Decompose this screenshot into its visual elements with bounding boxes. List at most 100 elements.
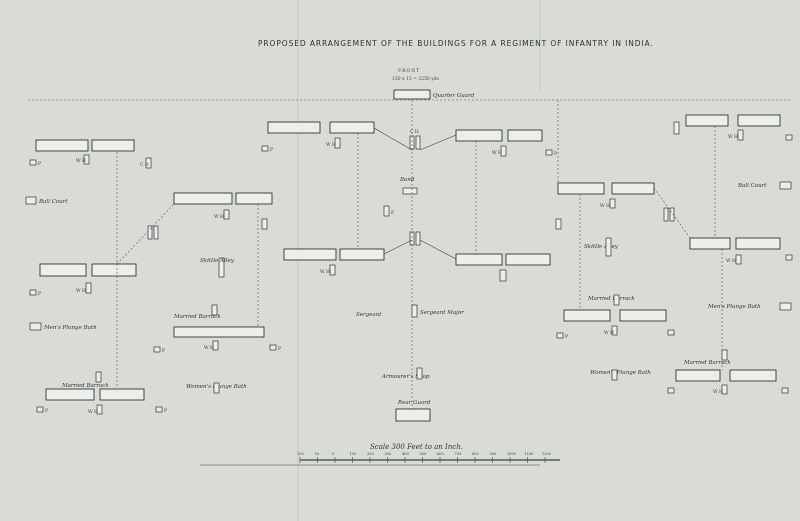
scale-tick-label: 0 [332,452,334,456]
married-barrack-left2-a [45,388,95,401]
scale-tick-label: 50 [315,452,319,456]
married-p-left-2 [269,344,277,351]
right-wh-3 [735,254,742,265]
married-barrack-right2-b [729,369,777,382]
married-p-left-1-label: P [162,348,165,354]
married-wh-right2 [721,384,728,395]
centre-ch-4 [415,231,421,246]
left-p-3-label: P [38,291,41,297]
married-p-right-1 [556,332,564,339]
skittle-alley-left [218,257,225,278]
centre-p-3-label: P [391,210,394,216]
centre-wh-2-label: W H [492,150,502,156]
centre-wh-1-label: W H [326,142,336,148]
right-p-2 [785,134,793,141]
centre-barrack-2 [329,121,375,134]
scale-tick-label: 500 [420,452,427,456]
centre-p-4 [499,269,507,282]
left-ch-1 [145,157,152,169]
married-p-left-1 [153,346,161,353]
married-p-left2-2 [155,406,163,413]
married-barrack-right2-label: Married Barrack [683,360,731,366]
mens-plunge-bath-left [29,322,42,331]
quarter-guard-building [393,89,431,100]
scale-tick-label: 1000 [507,452,516,456]
centre-barrack-4 [507,129,543,142]
centre-barrack-3 [455,129,503,142]
married-barrack-right-a [563,309,611,322]
married-p-left2-2-label: P [164,408,167,414]
left-barrack-6 [91,263,137,277]
centre-p-3 [383,205,390,217]
centre-ch-2 [415,135,421,150]
centre-p-1 [261,145,269,152]
centre-barrack-7 [455,253,503,266]
right-ch-1b [669,207,675,222]
right-ball-court-label: Ball Court [737,183,767,189]
married-barrack-left2-label: Married Barrack [61,383,109,389]
left-ch-1-label: C H [140,162,149,168]
right-ball-court [779,181,792,190]
centre-wh-3-label: W H [320,269,330,275]
married-wh-left2 [96,404,103,415]
left-p-2 [261,218,268,230]
right-wh-2-label: W H [728,134,738,140]
centre-wh-3 [329,264,336,276]
band-label: Band [399,177,415,183]
married-p-right2-1 [667,387,675,394]
scale-tick-label: 200 [367,452,374,456]
womens-plunge-bath-right-label: Women's Plunge Bath [590,370,651,376]
skittle-alley-right [605,237,612,257]
scale-tick-label: 1200 [542,452,551,456]
left-cookhouse-b [153,225,159,240]
married-p-left-2-label: P [278,346,281,352]
married-ch-left [211,304,218,316]
centre-wh-2 [500,145,507,157]
scale-tick-label: 100 [297,452,304,456]
centre-p-1-label: P [270,147,273,153]
centre-p-2-label: P [554,151,557,157]
married-wh-left2-label: W H [88,409,98,415]
right-ch-2 [673,121,680,135]
left-wh-2-label: W H [214,214,224,220]
right-wh-3-label: W H [726,258,736,264]
centre-diag-4 [419,239,457,260]
married-wh-left-label: W H [204,345,214,351]
centre-diag-3 [383,239,413,255]
right-p-3 [785,254,793,261]
centre-wh-1 [334,137,341,149]
scale-caption: Scale 300 Feet to an Inch. [370,443,463,451]
left-wh-1-label: W H [76,158,86,164]
plan-title: PROPOSED ARRANGEMENT OF THE BUILDINGS FO… [258,39,654,48]
married-ch-right [613,294,620,306]
right-p-1 [555,218,562,230]
scale-tick-label: 700 [455,452,462,456]
left-barrack-1 [35,139,89,152]
left-wh-2 [223,209,230,220]
centre-barrack-6 [339,248,385,261]
rear-guard-building [395,408,431,422]
married-barrack-right2-a [675,369,721,382]
left-wh-3 [85,282,92,294]
scale-tick-label: 800 [472,452,479,456]
left-cookhouse-a [147,225,153,240]
married-wh-right-label: W H [604,330,614,336]
left-barrack-2 [91,139,135,152]
married-barrack-left2-b [99,388,145,401]
left-wh-3-label: W H [76,288,86,294]
centre-barrack-5 [283,248,337,261]
left-wh-1 [83,154,90,165]
right-barrack-5 [689,237,731,250]
scale-tick-label: 400 [402,452,409,456]
married-p-right2-2 [781,387,789,394]
front-label: FRONT [398,68,420,74]
mens-plunge-bath-left-label: Men's Plunge Bath [43,325,97,331]
right-barrack-3 [685,114,729,127]
married-ch-left2 [95,371,102,383]
right-barrack-4 [737,114,781,127]
scale-tick-label: 900 [490,452,497,456]
married-wh-right2-label: W H [713,389,723,395]
married-wh-right [611,325,618,336]
right-barrack-1 [557,182,605,195]
